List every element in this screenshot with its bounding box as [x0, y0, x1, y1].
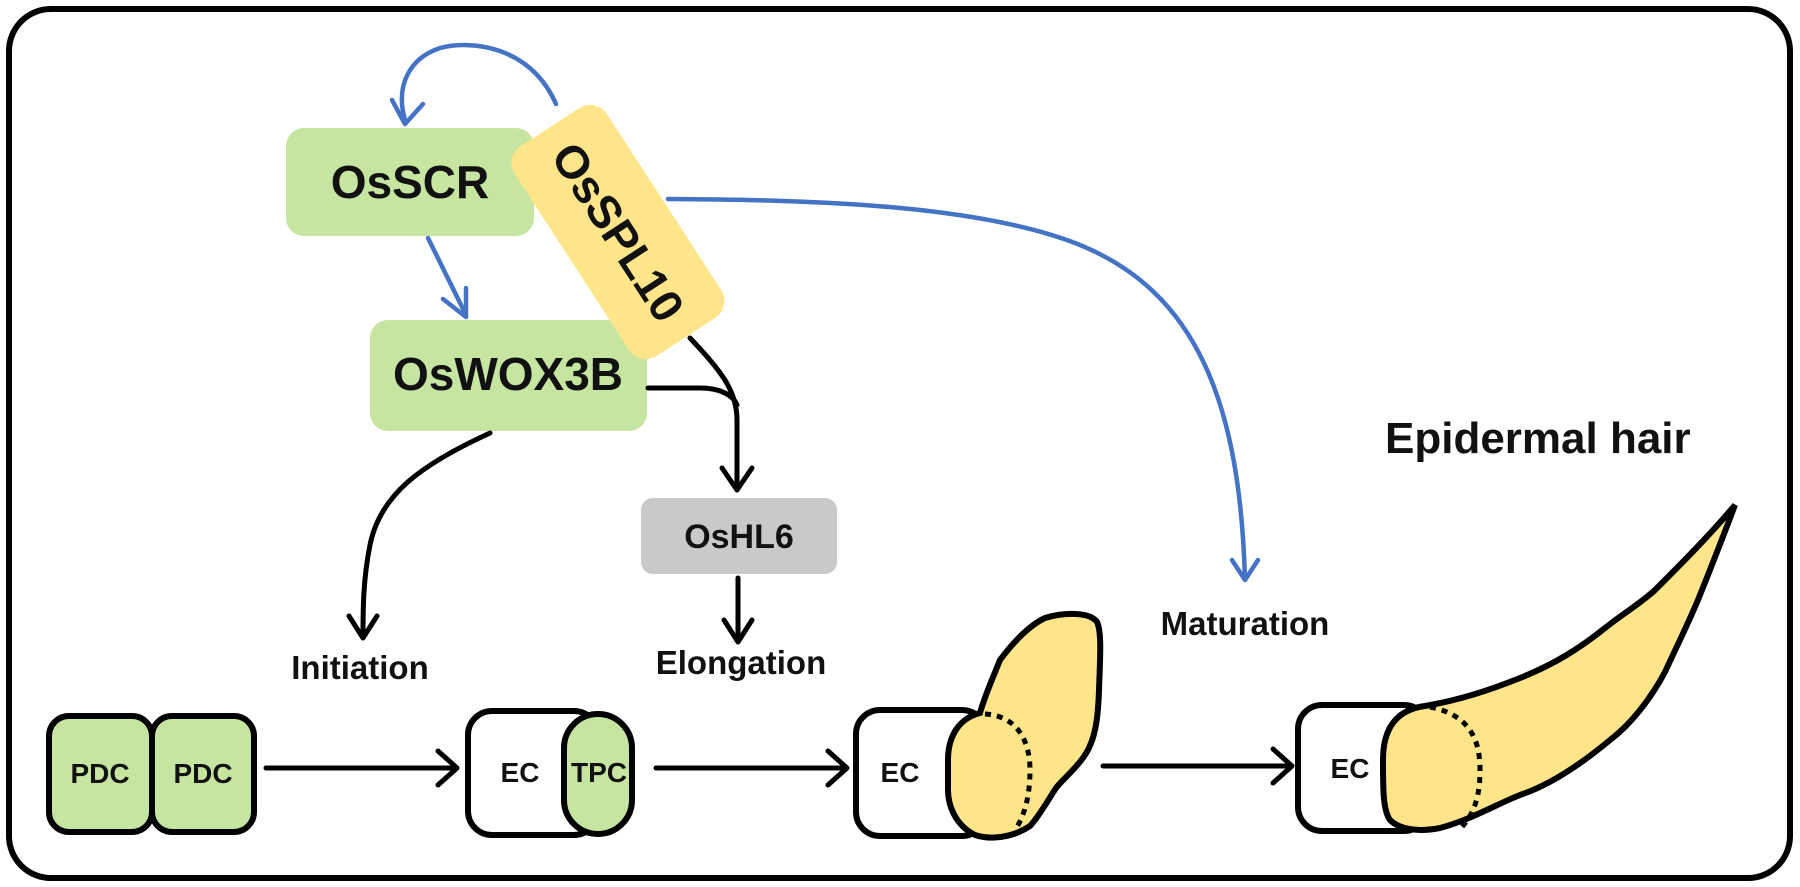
- cell-stage1: EC TPC: [465, 708, 635, 838]
- epidermal-hair-shape: [1379, 503, 1738, 833]
- epidermal-hair-title: Epidermal hair: [1385, 414, 1691, 463]
- oswox3b-label: OsWOX3B: [393, 348, 623, 400]
- stage-label-initiation: Initiation: [291, 649, 428, 686]
- tpc-body: [561, 711, 635, 837]
- blue-arrow-spl10-to-maturation: [665, 196, 1261, 583]
- black-arrow-wox3b-to-initiation: [346, 430, 493, 641]
- cell-stage3: EC: [1295, 503, 1738, 834]
- arrow-stage1-to-stage2: [653, 748, 850, 788]
- arrow-stage2-to-stage3: [1100, 746, 1295, 786]
- osspl10-box-bg: [511, 104, 725, 360]
- arrow-stage0-to-stage1: [263, 748, 460, 788]
- cell-stage2: EC: [853, 610, 1104, 841]
- short-hair-shape: [945, 610, 1104, 841]
- ec-stage1-label: EC: [501, 757, 540, 788]
- blue-arrow-scr-to-wox3b: [425, 235, 469, 320]
- short-hair-dotted-base: [984, 711, 1033, 832]
- blue-arrow-spl10-to-scr: [389, 42, 559, 127]
- osscr-label: OsSCR: [331, 156, 489, 208]
- oshl6-label: OsHL6: [684, 518, 794, 556]
- cell-pdc-left: PDC: [46, 713, 155, 835]
- osscr-box-bg: [286, 128, 534, 236]
- black-arrow-oshl6-to-elongation: [721, 575, 755, 645]
- pdc-left-label: PDC: [70, 758, 129, 789]
- ec-stage3-label: EC: [1331, 753, 1370, 784]
- oswox3b-box-bg: [370, 320, 647, 431]
- pdc-right-body: [149, 713, 257, 835]
- stage-label-maturation: Maturation: [1161, 605, 1330, 642]
- oshl6-box-bg: [641, 498, 837, 574]
- black-arrow-converge-to-oshl6: [645, 335, 755, 493]
- epidermal-hair-dotted-base: [1429, 704, 1483, 829]
- gene-box-osscr: OsSCR: [286, 128, 534, 236]
- pdc-right-label: PDC: [173, 758, 232, 789]
- tpc-label: TPC: [571, 757, 627, 788]
- stage-label-elongation: Elongation: [656, 644, 826, 681]
- cell-pdc-right: PDC: [149, 713, 257, 835]
- ec-stage2-label: EC: [881, 757, 920, 788]
- gene-box-oswox3b: OsWOX3B: [370, 320, 647, 431]
- gene-box-oshl6: OsHL6: [641, 498, 837, 574]
